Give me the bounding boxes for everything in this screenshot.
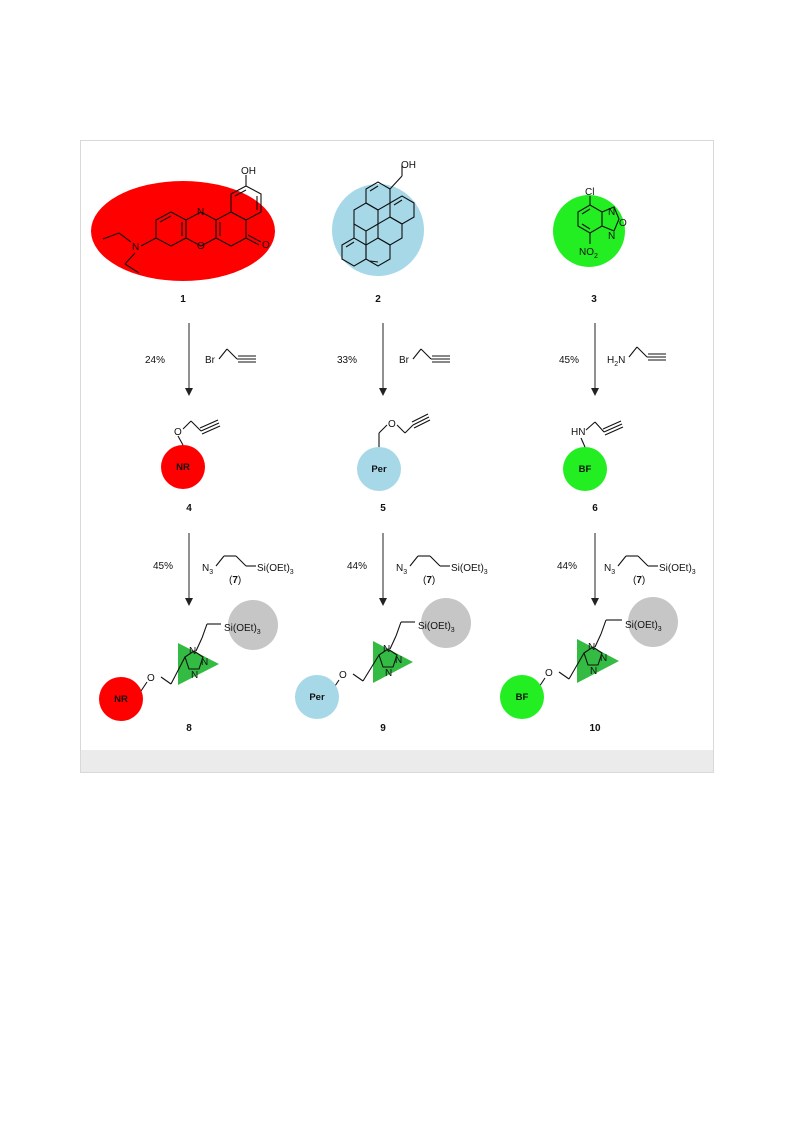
reagent-azidosilane-1: N3 Si(OEt)3 (7) (202, 555, 294, 586)
nile-red-ellipse (91, 181, 275, 281)
reagent-propargylamine: H2N (607, 346, 666, 368)
ring-d (230, 185, 262, 221)
compound-3-structure: Cl N O N NO2 (553, 187, 627, 267)
svg-text:Si(OEt)3: Si(OEt)3 (625, 620, 662, 633)
svg-text:Si(OEt)3: Si(OEt)3 (418, 621, 455, 634)
svg-text:N: N (385, 668, 392, 679)
compound-2-number: 2 (375, 294, 381, 305)
compound-9-number: 9 (380, 723, 386, 734)
svg-text:O: O (388, 419, 396, 430)
perylene-oh-label: OH (401, 160, 416, 171)
amine-n-label: N (132, 242, 139, 253)
compound-8-structure: Si(OEt)3 N N N O NR (99, 600, 278, 721)
compound-4-number: 4 (186, 503, 192, 514)
compound-2-structure: OH (332, 160, 424, 276)
silane-circle-9 (421, 598, 471, 648)
svg-text:N: N (600, 653, 607, 664)
compound-4-structure: NR O (161, 419, 221, 489)
svg-text:N: N (395, 655, 402, 666)
yield-step1-nr: 24% (145, 355, 165, 366)
svg-text:H2N: H2N (607, 355, 625, 368)
svg-text:N3: N3 (396, 563, 407, 576)
yield-step2-bf: 44% (557, 561, 577, 572)
svg-text:(7): (7) (423, 575, 435, 586)
svg-text:O: O (339, 670, 347, 681)
svg-text:O: O (147, 673, 155, 684)
compound-8-number: 8 (186, 723, 192, 734)
compound-3-number: 3 (591, 294, 597, 305)
svg-text:Si(OEt)3: Si(OEt)3 (257, 563, 294, 576)
svg-text:N: N (201, 657, 208, 668)
triazole-triangle-9 (373, 641, 413, 683)
svg-text:Si(OEt)3: Si(OEt)3 (224, 623, 261, 636)
ring-n-label: N (197, 207, 204, 218)
triazole-triangle-8 (178, 643, 219, 685)
silane-circle-8 (228, 600, 278, 650)
compound-5-number: 5 (380, 503, 386, 514)
figure-footer-bar (81, 750, 713, 772)
yield-step1-per: 33% (337, 355, 357, 366)
nr-badge-4 (161, 445, 205, 489)
svg-text:Si(OEt)3: Si(OEt)3 (659, 563, 696, 576)
compound-5-structure: Per O (357, 413, 431, 491)
benzofurazan-circle (553, 195, 625, 267)
compound-6-number: 6 (592, 503, 598, 514)
yield-step2-nr: 45% (153, 561, 173, 572)
svg-text:N: N (588, 642, 595, 653)
yield-step2-per: 44% (347, 561, 367, 572)
svg-text:BF: BF (579, 464, 592, 475)
svg-text:(7): (7) (633, 575, 645, 586)
svg-text:N3: N3 (604, 563, 615, 576)
ring-o-label: O (197, 241, 205, 252)
svg-text:Per: Per (309, 692, 325, 703)
compound-9-structure: Si(OEt)3 N N N O Per (295, 598, 471, 719)
svg-text:N: N (189, 646, 196, 657)
svg-text:NR: NR (176, 462, 190, 473)
reagent-propargyl-bromide-1: Br (205, 348, 256, 366)
svg-text:NR: NR (114, 694, 128, 705)
bf-badge-10 (500, 675, 544, 719)
svg-text:Per: Per (371, 464, 387, 475)
compound-1-structure: O OH N O N (91, 166, 275, 281)
furazan-o-label: O (619, 218, 627, 229)
reagent-azidosilane-2: N3 Si(OEt)3 (7) (396, 555, 488, 586)
compound-6-structure: BF HN (563, 420, 624, 491)
nitro-label: NO2 (579, 247, 598, 260)
yield-step1-bf: 45% (559, 355, 579, 366)
furazan-n2-label: N (608, 231, 615, 242)
reagent-propargyl-bromide-2: Br (399, 348, 450, 366)
reaction-scheme-canvas: O OH N O N 1 OH 2 (91, 160, 696, 734)
bf-badge-6 (563, 447, 607, 491)
reaction-scheme-figure: O OH N O N 1 OH 2 (80, 140, 714, 773)
svg-text:O: O (174, 427, 182, 438)
svg-text:Br: Br (205, 355, 216, 366)
compound-1-number: 1 (180, 294, 186, 305)
svg-text:Br: Br (399, 355, 410, 366)
silane-circle-10 (628, 597, 678, 647)
compound-10-number: 10 (589, 723, 601, 734)
triazole-triangle-10 (577, 639, 619, 683)
svg-text:Si(OEt)3: Si(OEt)3 (451, 563, 488, 576)
svg-text:O: O (545, 668, 553, 679)
svg-text:HN: HN (571, 427, 585, 438)
per-badge-5 (357, 447, 401, 491)
hydroxyl-label: OH (241, 166, 256, 177)
svg-text:N: N (191, 670, 198, 681)
svg-text:BF: BF (516, 692, 529, 703)
svg-text:N: N (590, 666, 597, 677)
svg-text:N3: N3 (202, 563, 213, 576)
reagent-azidosilane-3: N3 Si(OEt)3 (7) (604, 555, 696, 586)
furazan-n1-label: N (608, 207, 615, 218)
svg-text:N: N (383, 644, 390, 655)
svg-text:(7): (7) (229, 575, 241, 586)
chloro-label: Cl (585, 187, 594, 198)
carbonyl-o-label: O (262, 240, 270, 251)
per-badge-9 (295, 675, 339, 719)
compound-10-structure: Si(OEt)3 N N N O BF (500, 597, 678, 719)
nr-badge-8 (99, 677, 143, 721)
